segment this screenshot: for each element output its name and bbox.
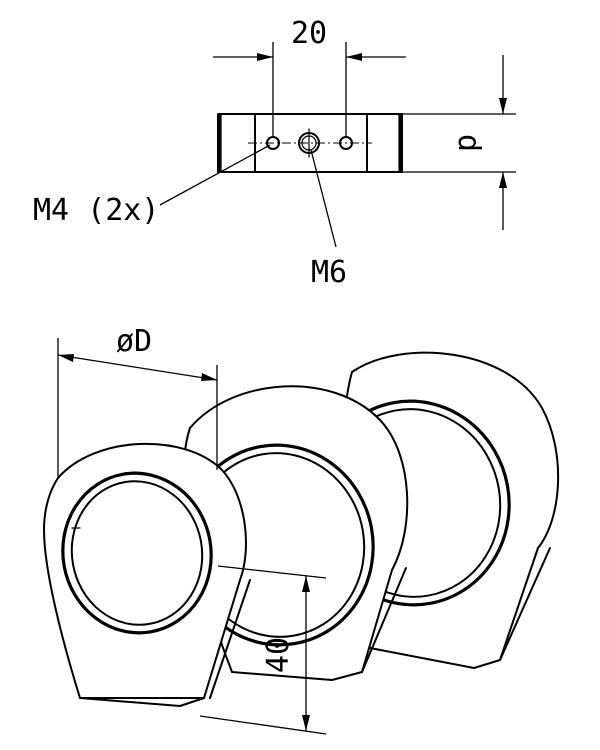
m4-label: M4 (2x) xyxy=(33,193,159,228)
front-eye-body xyxy=(43,442,247,707)
dim-20-label: 20 xyxy=(291,16,327,51)
dim-diameter-arrow-right xyxy=(201,373,217,381)
dim-d-arrow-top xyxy=(499,98,507,114)
dim-diameter-arrow-left xyxy=(58,354,74,362)
isometric-view: øD 40 xyxy=(43,324,560,735)
dim-40-arrow-top xyxy=(302,576,310,592)
top-view-outline xyxy=(217,113,403,173)
dim-40-arrow-bottom xyxy=(302,715,310,731)
m4-leader xyxy=(159,144,271,206)
dim-d-label: d xyxy=(451,134,486,152)
m6-label: M6 xyxy=(311,255,347,290)
dim-40-label: 40 xyxy=(261,637,296,673)
dim-d-arrow-bottom xyxy=(499,172,507,188)
dim-40-extension-bottom xyxy=(199,715,327,735)
back-eye-side-edge xyxy=(499,547,551,661)
front-eye-side-edge xyxy=(209,579,251,699)
dim-40-extension-top xyxy=(217,565,327,579)
dim-diameter-label: øD xyxy=(116,324,152,359)
middle-eye-side-edge xyxy=(361,567,407,673)
top-view: 20 d M4 (2x) M6 xyxy=(33,16,516,290)
dim-20-arrow-right xyxy=(346,53,362,61)
front-eye-bore-inner xyxy=(70,480,204,626)
front-eye xyxy=(43,442,251,707)
m6-leader xyxy=(310,149,337,248)
dim-20-arrow-left xyxy=(257,53,273,61)
front-eye-bore xyxy=(61,471,213,635)
dim-diameter-line xyxy=(57,354,218,381)
